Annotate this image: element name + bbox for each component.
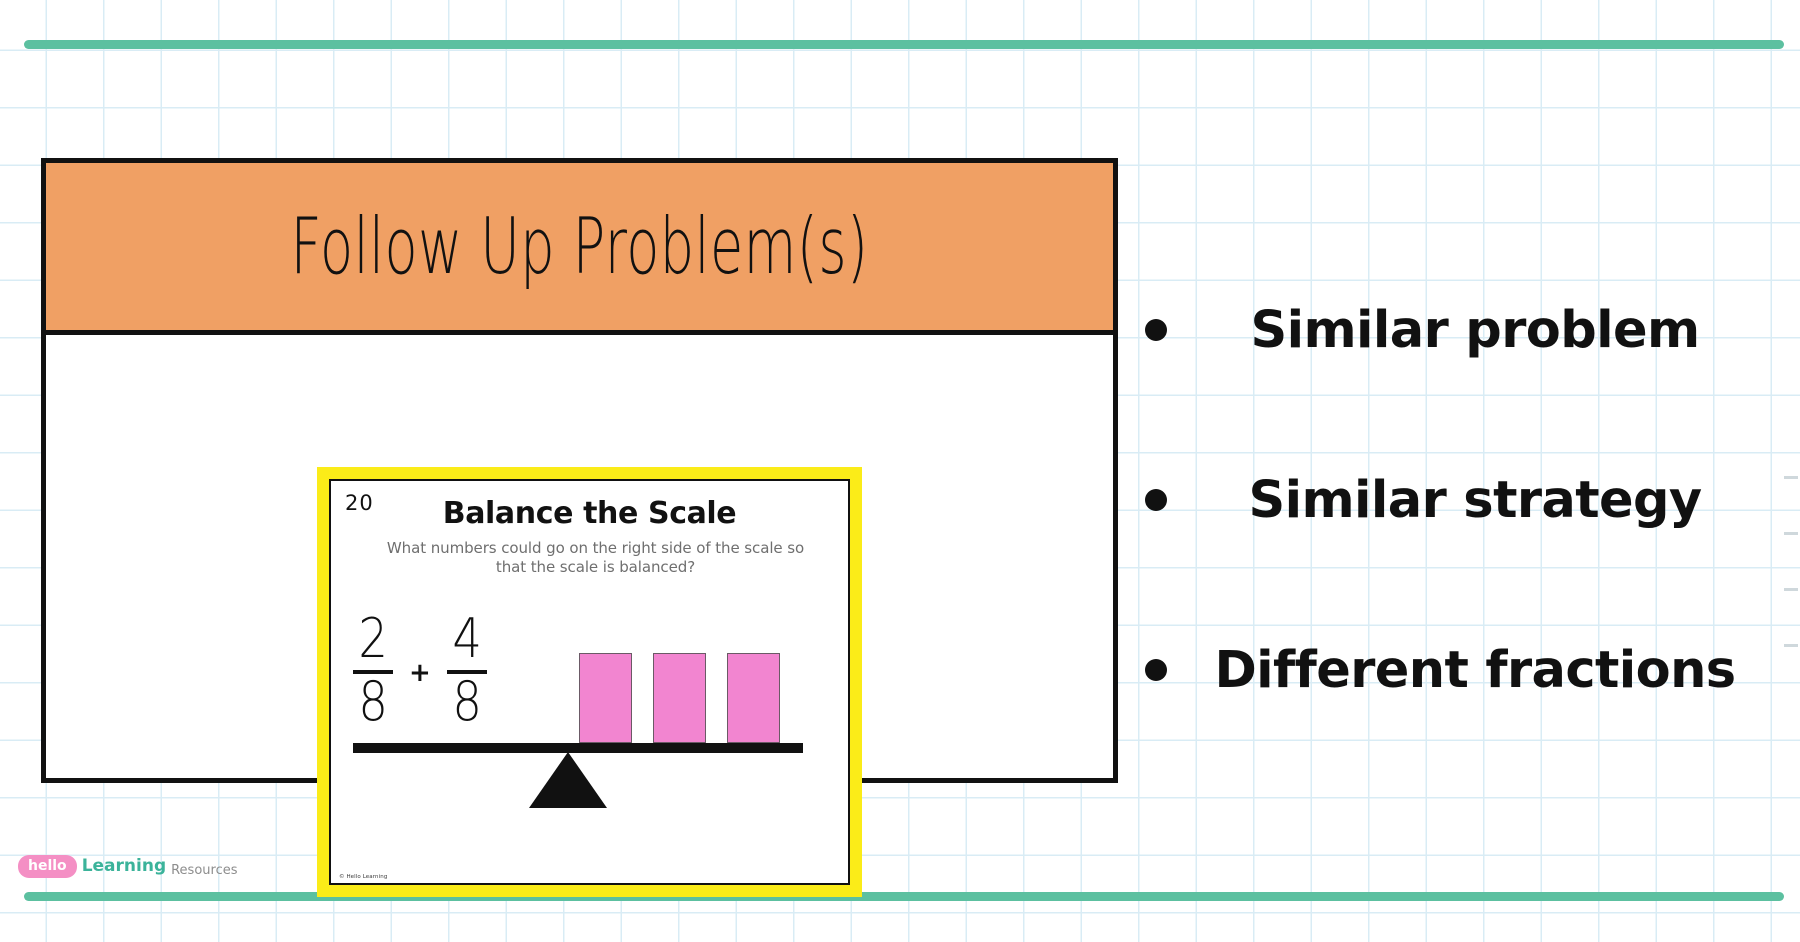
fraction-left: 2 8 bbox=[353, 607, 393, 733]
slide-card: Follow Up Problem(s) 20 Balance the Scal… bbox=[41, 158, 1118, 897]
bullet-dot-icon bbox=[1145, 319, 1167, 341]
plus-operator: + bbox=[409, 658, 431, 689]
bullet-dot-icon bbox=[1145, 659, 1167, 681]
card-credit: © Hello Learning bbox=[339, 874, 388, 880]
task-number: 20 bbox=[345, 491, 374, 515]
slide-body: 20 Balance the Scale What numbers could … bbox=[46, 335, 1113, 897]
task-title: Balance the Scale bbox=[442, 496, 737, 531]
page-title: Follow Up Problem(s) bbox=[290, 201, 869, 292]
list-item: Similar strategy bbox=[1145, 415, 1765, 585]
task-card-inner: 20 Balance the Scale What numbers could … bbox=[329, 479, 850, 885]
pink-block-group bbox=[579, 653, 780, 743]
edge-tick-mark bbox=[1784, 476, 1798, 479]
fraction-right: 4 8 bbox=[446, 607, 487, 733]
bullet-label: Similar strategy bbox=[1248, 470, 1702, 530]
decorative-rule-top bbox=[24, 40, 1784, 49]
bullet-label: Different fractions bbox=[1214, 640, 1736, 700]
slide-header: Follow Up Problem(s) bbox=[46, 163, 1113, 335]
bullet-dot-icon bbox=[1145, 489, 1167, 511]
task-card: 20 Balance the Scale What numbers could … bbox=[317, 467, 862, 897]
logo-learning-text: Learning bbox=[81, 856, 167, 876]
decorative-rule-bottom bbox=[24, 892, 1784, 901]
logo-pill: hello bbox=[18, 855, 77, 878]
list-item: Different fractions bbox=[1145, 585, 1765, 755]
edge-tick-mark bbox=[1784, 644, 1798, 647]
edge-tick-mark bbox=[1784, 588, 1798, 591]
fraction-right-numerator: 4 bbox=[452, 607, 482, 670]
edge-tick-mark bbox=[1784, 532, 1798, 535]
fraction-expression: 2 8 + 4 8 bbox=[353, 607, 487, 733]
fraction-left-numerator: 2 bbox=[358, 607, 388, 670]
fraction-left-denominator: 8 bbox=[358, 669, 388, 733]
pink-block bbox=[653, 653, 706, 743]
balance-beam bbox=[353, 743, 803, 753]
fraction-left-bar bbox=[353, 669, 393, 674]
task-question: What numbers could go on the right side … bbox=[386, 539, 805, 576]
fraction-right-bar bbox=[446, 669, 487, 674]
pink-block bbox=[727, 653, 780, 743]
brand-logo: hello Learning Resources bbox=[18, 855, 238, 878]
list-item: Similar problem bbox=[1145, 245, 1765, 415]
pink-block bbox=[579, 653, 632, 743]
fraction-right-denominator: 8 bbox=[452, 669, 482, 733]
logo-resources-text: Resources bbox=[171, 863, 238, 878]
bullet-list: Similar problem Similar strategy Differe… bbox=[1145, 245, 1765, 755]
bullet-label: Similar problem bbox=[1250, 300, 1700, 360]
fulcrum-triangle-icon bbox=[529, 752, 607, 808]
